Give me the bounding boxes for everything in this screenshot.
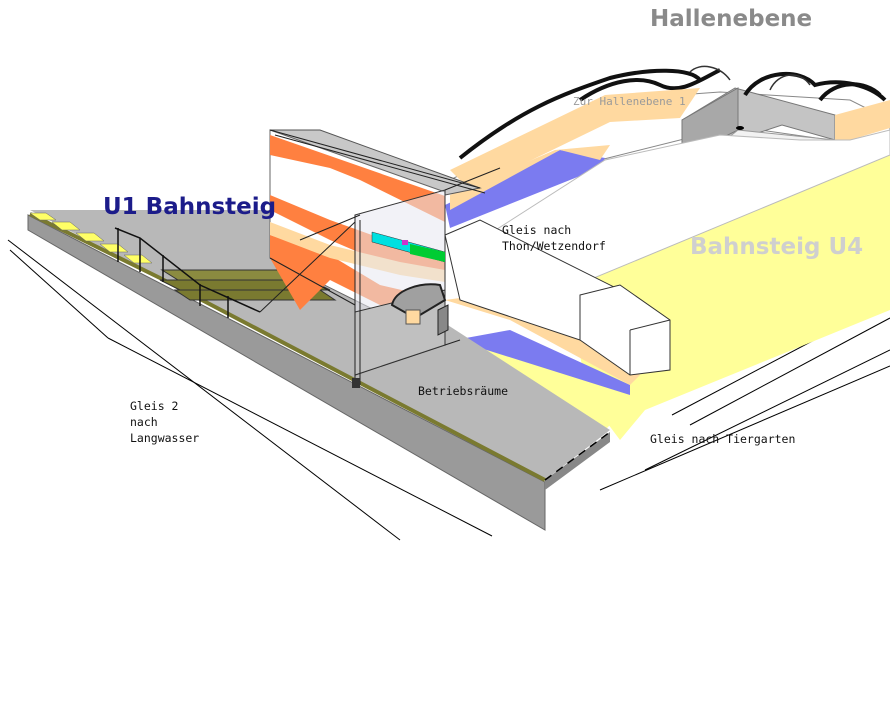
display-bar-green (410, 244, 445, 262)
label-zur-hallenebene: Zur Hallenebene 1 (573, 95, 686, 108)
label-gleis2-line1: Gleis 2 (130, 399, 179, 413)
track-lines-u1 (7, 239, 493, 541)
label-gleis2-line2: nach (130, 415, 158, 429)
label-u1-bahnsteig: U1 Bahnsteig (103, 194, 277, 220)
bridge-box-edge (629, 319, 671, 331)
label-gleis2-line3: Langwasser (130, 431, 200, 445)
stair-handrail (114, 227, 261, 318)
platform-u1-end (545, 432, 610, 490)
ramp-blue-upper (445, 150, 605, 228)
display-bar-marker (402, 240, 408, 245)
platform-u1-side (27, 214, 546, 531)
building-escalator (390, 283, 449, 336)
label-gleis-tiergarten: Gleis nach Tiergarten (650, 432, 796, 446)
label-gleis-thon-line1: Gleis nach (502, 223, 572, 237)
ramp-tan-upper (450, 145, 610, 210)
label-gleis-thon-line2: Thon/Wetzendorf (502, 239, 606, 253)
label-gleis2: Gleis 2 nach Langwasser (130, 398, 199, 446)
pillar-base (352, 378, 360, 388)
tan-edge-right (835, 100, 890, 140)
upper-escalator-curves-thin (689, 65, 811, 91)
platform-u4-back (479, 129, 890, 291)
upper-escalator-curves (458, 68, 887, 160)
label-gleis-thon: Gleis nach Thon/Wetzendorf (502, 222, 606, 254)
label-hallenebene: Hallenebene (650, 6, 813, 32)
wall-stripe-orange-1 (270, 135, 445, 222)
tan-edge-upper (450, 88, 700, 190)
label-bahnsteig-u4: Bahnsteig U4 (690, 234, 864, 260)
bridge-box (579, 284, 671, 376)
platform-u1-yellow-marks (29, 212, 153, 264)
label-betriebsraeume: Betriebsräume (418, 384, 509, 398)
hall-floor-mark (736, 126, 744, 130)
ramp-blue-lower (455, 330, 630, 395)
ramp-tan-lower (445, 290, 640, 385)
building-frame-lines (259, 129, 501, 385)
platform-u1-edge-strip (29, 212, 546, 482)
